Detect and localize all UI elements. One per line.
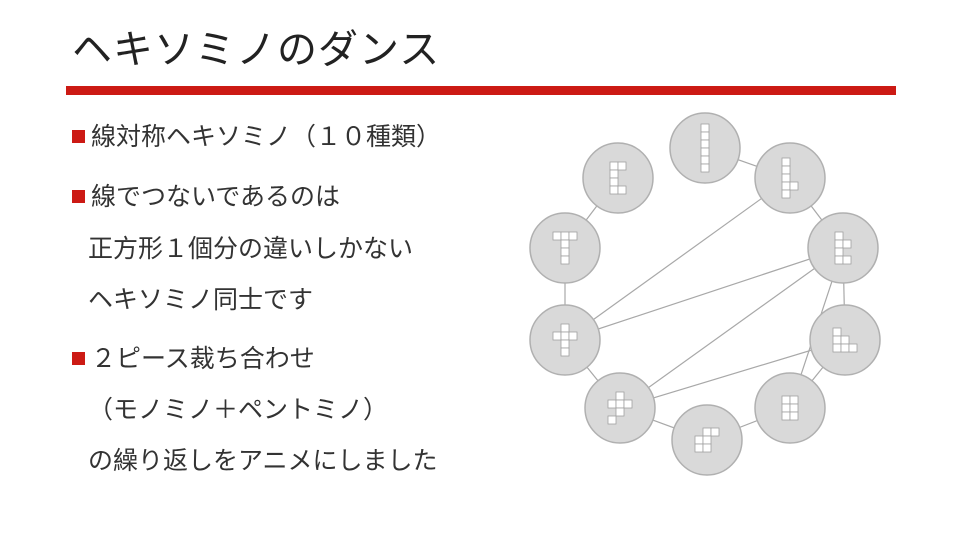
- hexomino-cell: [702, 427, 712, 437]
- bullet-text: 線でつないであるのは: [91, 182, 341, 211]
- hexomino-cell: [781, 181, 791, 191]
- bullet-square-icon: [72, 130, 85, 143]
- hexomino-cell: [840, 335, 850, 345]
- hexomino-node: [754, 372, 826, 444]
- bullet-text: 線対称ヘキソミノ（１０種類）: [91, 122, 442, 151]
- bullet-item-1: 線対称ヘキソミノ（１０種類）: [72, 120, 441, 154]
- hexomino-cell: [617, 185, 627, 195]
- bullet-square-icon: [72, 190, 85, 203]
- hexomino-cell: [832, 327, 842, 337]
- bullet-item-3: ２ピース裁ち合わせ: [72, 342, 315, 376]
- bullet-continuation: （モノミノ＋ペントミノ）: [88, 395, 389, 424]
- hexomino-node: [529, 212, 601, 284]
- hexomino-cell: [710, 427, 720, 437]
- hexomino-cell: [560, 247, 570, 257]
- hexomino-node: [807, 212, 879, 284]
- hexomino-cell: [609, 169, 619, 179]
- hexomino-cell: [609, 161, 619, 171]
- hexomino-cell: [560, 323, 570, 333]
- hexomino-node: [529, 304, 601, 376]
- hexomino-cell: [789, 411, 799, 421]
- hexomino-cell: [842, 255, 852, 265]
- hexomino-cell: [781, 411, 791, 421]
- hexomino-cell: [560, 331, 570, 341]
- bullet-continuation: 正方形１個分の違いしかない: [88, 234, 414, 263]
- hexomino-cell: [615, 391, 625, 401]
- hexomino-cell: [789, 181, 799, 191]
- hexomino-cell: [700, 123, 710, 133]
- hexomino-cell: [781, 173, 791, 183]
- hexomino-cell: [700, 163, 710, 173]
- hexomino-cell: [560, 239, 570, 249]
- hexomino-cell: [568, 331, 578, 341]
- hexomino-cell: [694, 435, 704, 445]
- hexomino-cell: [834, 255, 844, 265]
- hexomino-cell: [832, 343, 842, 353]
- graph-edge: [564, 177, 791, 341]
- hexomino-cell: [560, 231, 570, 241]
- bullet-continuation: ヘキソミノ同士です: [88, 285, 314, 314]
- hexomino-node: [671, 404, 743, 476]
- bullet-continuation: の繰り返しをアニメにしました: [88, 446, 438, 475]
- title-rule: [66, 86, 896, 95]
- hexomino-cell: [848, 343, 858, 353]
- hexomino-cell: [700, 139, 710, 149]
- hexomino-cell: [700, 131, 710, 141]
- hexomino-cell: [702, 443, 712, 453]
- hexomino-node: [584, 372, 656, 444]
- hexomino-cell: [781, 189, 791, 199]
- bullet-square-icon: [72, 352, 85, 365]
- hexomino-cell: [702, 435, 712, 445]
- page-title: ヘキソミノのダンス: [72, 27, 441, 73]
- hexomino-cell: [609, 185, 619, 195]
- hexomino-cell: [700, 155, 710, 165]
- hexomino-cell: [615, 407, 625, 417]
- hexomino-node: [669, 112, 741, 184]
- hexomino-cell: [781, 403, 791, 413]
- hexomino-cell: [560, 347, 570, 357]
- hexomino-cell: [568, 231, 578, 241]
- hexomino-cell: [834, 231, 844, 241]
- hexomino-cell: [789, 403, 799, 413]
- graph-edge: [564, 247, 844, 341]
- hexomino-node: [754, 142, 826, 214]
- hexomino-cell: [615, 399, 625, 409]
- hexomino-cell: [607, 415, 617, 425]
- hexomino-cell: [617, 161, 627, 171]
- hexomino-cell: [560, 339, 570, 349]
- hexomino-cell: [552, 231, 562, 241]
- hexomino-cell: [781, 157, 791, 167]
- hexomino-graph: [529, 112, 881, 476]
- hexomino-cell: [560, 255, 570, 265]
- hexomino-cell: [700, 147, 710, 157]
- hexomino-cell: [842, 239, 852, 249]
- hexomino-cell: [832, 335, 842, 345]
- hexomino-cell: [840, 343, 850, 353]
- hexomino-cell: [609, 177, 619, 187]
- hexomino-cell: [694, 443, 704, 453]
- graph-edge: [619, 339, 846, 409]
- hexomino-cell: [834, 247, 844, 257]
- hexomino-cell: [552, 331, 562, 341]
- hexomino-cell: [789, 395, 799, 405]
- hexomino-node: [582, 142, 654, 214]
- hexomino-cell: [781, 165, 791, 175]
- hexomino-cell: [623, 399, 633, 409]
- bullet-item-2: 線でつないであるのは: [72, 180, 340, 214]
- bullet-text: ２ピース裁ち合わせ: [91, 344, 315, 373]
- hexomino-cell: [834, 239, 844, 249]
- hexomino-cell: [607, 399, 617, 409]
- hexomino-node: [809, 304, 881, 376]
- graph-edge: [619, 247, 844, 409]
- hexomino-cell: [781, 395, 791, 405]
